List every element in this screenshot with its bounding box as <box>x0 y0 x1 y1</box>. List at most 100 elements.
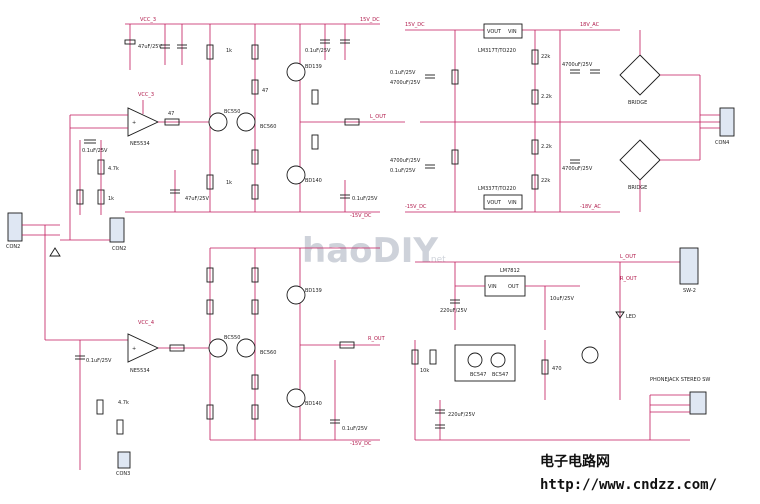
prot-r1: 10k <box>420 368 429 374</box>
opamp-u2-supply: VCC_4 <box>138 320 154 326</box>
svg-text:+: + <box>132 346 136 352</box>
net-neg15v-label-b: -15V_DC <box>350 441 372 447</box>
q5-part: BC550 <box>224 335 240 341</box>
bridge-br2-label: BRIDGE <box>628 185 647 191</box>
ps-c2: 4700uF/25V <box>390 80 421 86</box>
transistor-q2 <box>236 112 256 132</box>
net-18vac: 18V_AC <box>580 22 600 28</box>
protection-section: L_OUT R_OUT VIN OUT LM7812 220uF/25V 10u… <box>411 247 710 441</box>
connector-sw2 <box>679 247 699 285</box>
amp-channel-top: VCC_3 15V_DC -15V_DC 47uF/25V + VCC_3 NE… <box>69 17 405 240</box>
bridge-br2 <box>619 139 661 181</box>
u3-vout: VOUT <box>487 200 502 206</box>
watermark-logo: haoDIY <box>302 231 438 271</box>
ps-r4: 22k <box>541 178 550 184</box>
opamp-u2 <box>127 333 160 363</box>
con2-right-label: CON2 <box>112 246 126 252</box>
q7-part: BD139 <box>305 288 322 294</box>
ps-c1: 0.1uF/25V <box>390 70 416 76</box>
connector-con2-left <box>7 212 23 242</box>
con3-label: CON3 <box>116 471 130 477</box>
connector-con3 <box>117 451 131 469</box>
c-fb-bottom: 0.1uF/25V <box>86 358 112 364</box>
transistor-q3 <box>286 62 306 82</box>
regulator-lm337 <box>483 194 523 210</box>
q2-part: BC560 <box>260 124 276 130</box>
net-vcc3-label: VCC_3 <box>140 17 156 23</box>
net-neg18vac: -18V_AC <box>580 204 601 210</box>
ps-r3: 2.2k <box>541 144 552 150</box>
connector-con2-right <box>109 217 125 243</box>
u3-part: LM337T/TO220 <box>478 186 516 192</box>
net-15v-label: 15V_DC <box>360 17 380 23</box>
prot-c1: 220uF/25V <box>440 308 468 314</box>
connector-phonejack <box>689 391 707 415</box>
watermark: haoDIY .net <box>302 231 446 271</box>
footer: 电子电路网 http://www.cndzz.com/ <box>540 453 717 493</box>
con2-left-label: CON2 <box>6 244 20 250</box>
net-lout-prot: L_OUT <box>620 254 637 260</box>
q10-part: BC547 <box>492 372 508 378</box>
net-15v-ps: 15V_DC <box>405 22 425 28</box>
sw2-label: SW-2 <box>683 288 696 294</box>
watermark-suffix: .net <box>428 255 446 265</box>
power-supply: 15V_DC -15V_DC VOUT VIN LM317T/TO220 VOU… <box>390 22 735 213</box>
connector-con4 <box>719 107 735 137</box>
q9-part: BC547 <box>470 372 486 378</box>
net-lout-top: L_OUT <box>370 114 387 120</box>
transistor-q9 <box>467 352 483 368</box>
footer-site-cn: 电子电路网 <box>540 453 610 470</box>
c-fb-top: 0.1uF/25V <box>82 148 108 154</box>
transistor-q1 <box>208 112 228 132</box>
net-rout-prot: R_OUT <box>620 276 638 282</box>
q8-part: BD140 <box>305 401 322 407</box>
bridge-br1-label: BRIDGE <box>628 100 647 106</box>
ps-c4: 0.1uF/25V <box>390 168 416 174</box>
transistor-relay-driver <box>581 346 599 364</box>
prot-transistor-block <box>454 344 516 382</box>
u3-vin: VIN <box>508 200 517 206</box>
opamp-u1-part: NE5534 <box>130 141 150 147</box>
ps-c3: 4700uF/25V <box>390 158 421 164</box>
phonejack-label: PHONEJACK STEREO SW <box>650 377 710 383</box>
q1-part: BC550 <box>224 109 240 115</box>
net-rout-bottom: R_OUT <box>368 336 386 342</box>
r-q-3: 47 <box>262 88 268 94</box>
c-top-r1: 0.1uF/25V <box>305 48 331 54</box>
u4-vin: VIN <box>488 284 497 290</box>
u4-out: OUT <box>508 284 520 290</box>
r-in-top: 1k <box>108 196 114 202</box>
regulator-lm317 <box>483 23 523 39</box>
u1-vout: VOUT <box>487 29 502 35</box>
q6-part: BC560 <box>260 350 276 356</box>
r-fb-bottom: 4.7k <box>118 400 129 406</box>
ps-r2: 2.2k <box>541 94 552 100</box>
transistor-q7 <box>286 285 306 305</box>
r-q-2: 1k <box>226 180 232 186</box>
opamp-u1-supply: VCC_3 <box>138 92 154 98</box>
bridge-br1 <box>619 54 661 96</box>
opamp-u1 <box>127 107 160 137</box>
r-q-1: 1k <box>226 48 232 54</box>
amp-channel-bottom: -15V_DC + VCC_4 NE5534 0.1uF/25V 4.7k CO… <box>75 247 386 477</box>
input-section: CON2 CON2 <box>6 212 128 341</box>
svg-text:+: + <box>132 120 136 126</box>
q3-part: BD139 <box>305 64 322 70</box>
ps-r1: 22k <box>541 54 550 60</box>
con4-label: CON4 <box>715 140 729 146</box>
c-top-r3: 47uF/25V <box>185 196 209 202</box>
prot-r2: 470 <box>552 366 562 372</box>
prot-c3: 220uF/25V <box>448 412 476 418</box>
transistor-q8 <box>286 388 306 408</box>
c-top-1: 47uF/25V <box>138 44 162 50</box>
transistor-q10 <box>490 352 506 368</box>
r-out-top: 47 <box>168 111 174 117</box>
led-label: LED <box>626 314 636 320</box>
q4-part: BD140 <box>305 178 322 184</box>
ps-c6: 4700uF/25V <box>562 166 593 172</box>
opamp-u2-part: NE5534 <box>130 368 150 374</box>
transistor-q4 <box>286 165 306 185</box>
transistor-q5 <box>208 338 228 358</box>
footer-url[interactable]: http://www.cndzz.com/ <box>540 477 717 493</box>
